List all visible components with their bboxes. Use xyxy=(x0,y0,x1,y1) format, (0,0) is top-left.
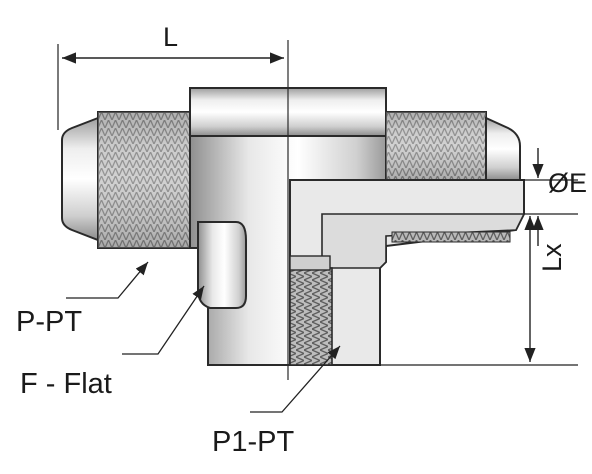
leader-lines xyxy=(66,261,341,413)
label-f-flat: F - Flat xyxy=(20,368,112,400)
left-flare-nose xyxy=(61,116,99,242)
label-lx: Lx xyxy=(537,243,567,272)
label-p-pt: P-PT xyxy=(16,306,83,338)
label-p1-pt: P1-PT xyxy=(212,426,295,458)
right-flare-nose xyxy=(485,116,521,181)
dimension-lx xyxy=(380,216,578,366)
dimension-l xyxy=(57,44,284,130)
dimension-diameter xyxy=(520,148,578,246)
left-male-thread xyxy=(97,111,191,249)
cross-section xyxy=(289,179,526,366)
label-diameter: ØE xyxy=(548,168,588,198)
label-length: L xyxy=(163,22,179,52)
right-male-thread xyxy=(385,111,487,181)
